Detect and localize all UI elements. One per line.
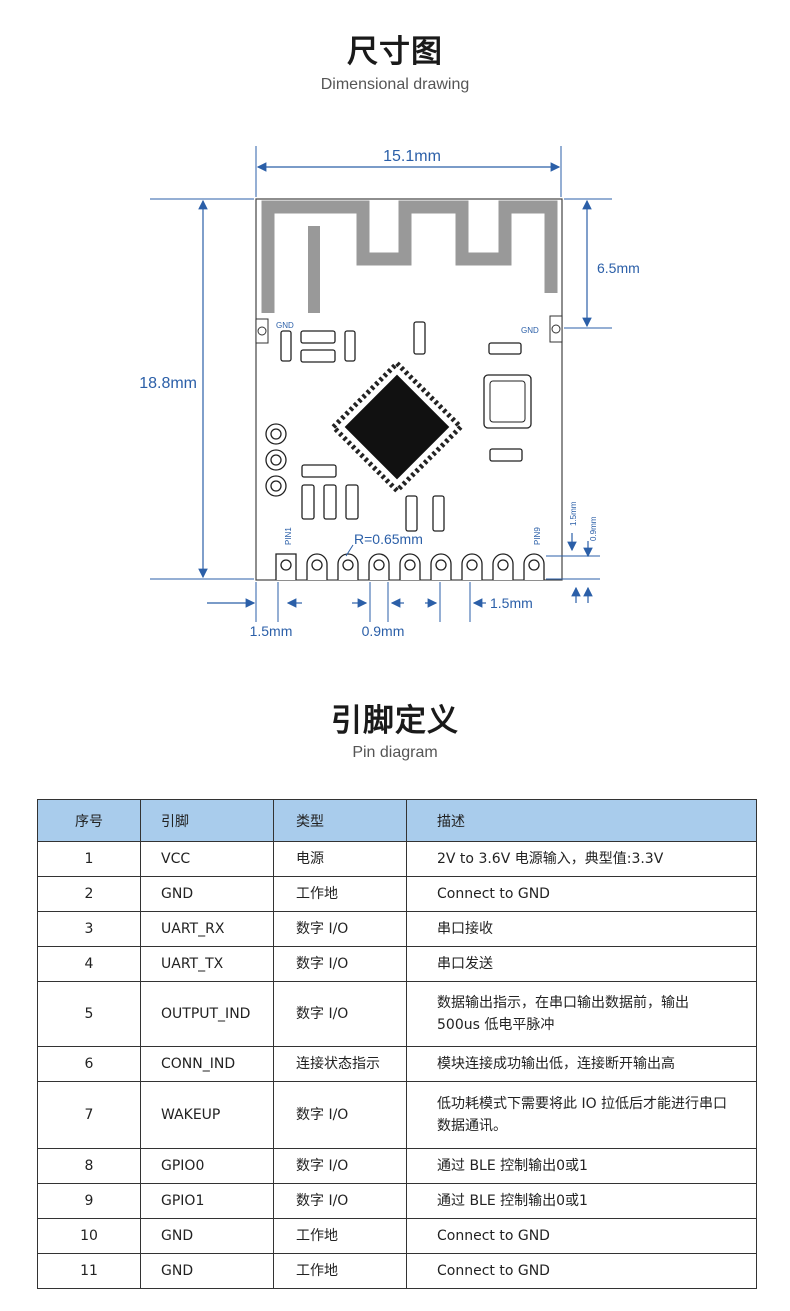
- header-pin: 引脚: [140, 799, 274, 842]
- cell-type: 数字 I/O: [273, 981, 407, 1047]
- pad-hole: [373, 559, 385, 571]
- pad-height-label: 1.5mm: [569, 501, 578, 526]
- cell-index: 11: [37, 1253, 141, 1289]
- cell-index: 1: [37, 841, 141, 877]
- pad-width-label: 0.9mm: [362, 623, 405, 639]
- gnd-right-label: GND: [521, 326, 539, 335]
- cell-type: 电源: [273, 841, 407, 877]
- pad-hole: [404, 559, 416, 571]
- cell-index: 5: [37, 981, 141, 1047]
- table-header-row: 序号 引脚 类型 描述: [37, 799, 757, 842]
- edge-offset-label: 1.5mm: [250, 623, 293, 639]
- pad-hole: [466, 559, 478, 571]
- cell-description: Connect to GND: [406, 876, 757, 912]
- cell-type: 工作地: [273, 1218, 407, 1254]
- cell-description: 通过 BLE 控制输出0或1: [406, 1183, 757, 1219]
- cell-pin: CONN_IND: [140, 1046, 274, 1082]
- cell-pin: GND: [140, 876, 274, 912]
- cell-pin: WAKEUP: [140, 1081, 274, 1149]
- cell-type: 数字 I/O: [273, 1148, 407, 1184]
- header-description: 描述: [406, 799, 757, 842]
- pad-hole: [497, 559, 509, 571]
- cell-pin: GPIO0: [140, 1148, 274, 1184]
- cell-description: 模块连接成功输出低，连接断开输出高: [406, 1046, 757, 1082]
- width-dimension: 15.1mm: [383, 148, 441, 165]
- gnd-left-label: GND: [276, 321, 294, 330]
- cell-description: 数据输出指示，在串口输出数据前，输出 500us 低电平脉冲: [406, 981, 757, 1047]
- pad-hole: [342, 559, 354, 571]
- cell-pin: GPIO1: [140, 1183, 274, 1219]
- pad-hole: [280, 559, 292, 571]
- header-index: 序号: [37, 799, 141, 842]
- cell-type: 数字 I/O: [273, 911, 407, 947]
- pin1-label: PIN1: [284, 527, 293, 545]
- pad-depth-label: 0.9mm: [589, 516, 598, 541]
- cell-type: 数字 I/O: [273, 946, 407, 982]
- antenna-dimension: 6.5mm: [597, 260, 640, 276]
- cell-type: 数字 I/O: [273, 1183, 407, 1219]
- cell-description: 串口发送: [406, 946, 757, 982]
- cell-index: 9: [37, 1183, 141, 1219]
- gnd-pad-left: [255, 318, 269, 344]
- cell-pin: OUTPUT_IND: [140, 981, 274, 1047]
- cell-description: 2V to 3.6V 电源输入，典型值:3.3V: [406, 841, 757, 877]
- cell-pin: UART_TX: [140, 946, 274, 982]
- cell-description: Connect to GND: [406, 1253, 757, 1289]
- pad-hole: [528, 559, 540, 571]
- pin-subtitle: Pin diagram: [352, 744, 438, 761]
- dimension-title: 尺寸图: [347, 34, 443, 70]
- cell-type: 连接状态指示: [273, 1046, 407, 1082]
- bottom-pads: [275, 553, 545, 580]
- height-dimension: 18.8mm: [139, 375, 197, 392]
- cell-description: 串口接收: [406, 911, 757, 947]
- cell-description: 低功耗模式下需要将此 IO 拉低后才能进行串口数据通讯。: [406, 1081, 757, 1149]
- header-type: 类型: [273, 799, 407, 842]
- cell-pin: UART_RX: [140, 911, 274, 947]
- pin-title: 引脚定义: [331, 703, 459, 739]
- cell-index: 4: [37, 946, 141, 982]
- pitch-label: 1.5mm: [490, 595, 533, 611]
- pad-hole: [311, 559, 323, 571]
- cell-description: 通过 BLE 控制输出0或1: [406, 1148, 757, 1184]
- cell-type: 工作地: [273, 1253, 407, 1289]
- cell-pin: GND: [140, 1218, 274, 1254]
- passive-components: [265, 321, 532, 532]
- cell-pin: GND: [140, 1253, 274, 1289]
- radius-label: R=0.65mm: [354, 531, 423, 547]
- cell-index: 10: [37, 1218, 141, 1254]
- gnd-pad-right: [549, 315, 563, 343]
- cell-index: 7: [37, 1081, 141, 1149]
- cell-index: 6: [37, 1046, 141, 1082]
- cell-description: Connect to GND: [406, 1218, 757, 1254]
- cell-index: 8: [37, 1148, 141, 1184]
- cell-pin: VCC: [140, 841, 274, 877]
- dimensional-drawing: GND GND PIN1 PIN9 R=0.65mm 15.1mm: [139, 146, 640, 639]
- cell-index: 2: [37, 876, 141, 912]
- cell-type: 工作地: [273, 876, 407, 912]
- dimension-subtitle: Dimensional drawing: [320, 76, 470, 93]
- cell-index: 3: [37, 911, 141, 947]
- pin9-label: PIN9: [533, 527, 542, 545]
- pad-hole: [435, 559, 447, 571]
- cell-type: 数字 I/O: [273, 1081, 407, 1149]
- antenna-trace: [261, 200, 558, 313]
